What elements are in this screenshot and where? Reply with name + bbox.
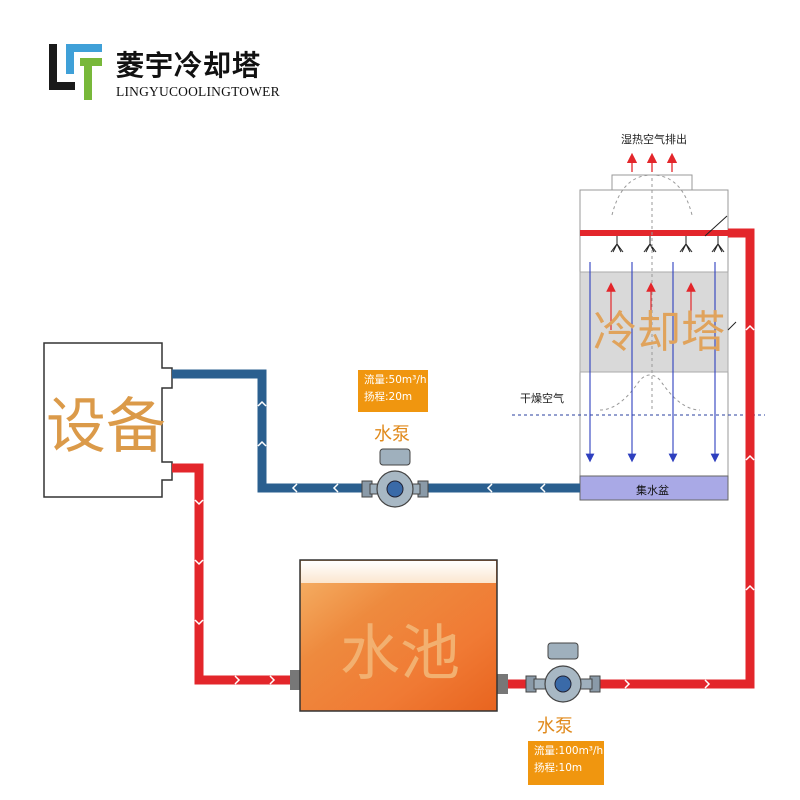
- pump-1-flow: 流量:50m³/h: [364, 374, 427, 386]
- cooling-tower: [512, 152, 765, 501]
- company-name-en: LINGYUCOOLINGTOWER: [116, 84, 280, 99]
- spray-nozzles: [610, 236, 725, 253]
- pump-2-label: 水泵: [537, 716, 573, 737]
- pump-1-spec-box: 流量:50m³/h 扬程:20m: [358, 370, 428, 412]
- collection-basin: [579, 475, 729, 501]
- cooling-tower-label: 冷却塔: [593, 307, 725, 358]
- equipment-label: 设备: [46, 392, 166, 462]
- exhaust-label: 湿热空气排出: [621, 133, 687, 146]
- pump-2-head: 扬程:10m: [534, 762, 583, 774]
- pump-1-label: 水泵: [374, 424, 410, 445]
- dry-air-label: 干燥空气: [520, 392, 564, 405]
- pump-2-flow: 流量:100m³/h: [534, 745, 604, 757]
- pump-1-icon: [361, 448, 429, 508]
- basin-label: 集水盆: [636, 484, 669, 497]
- water-pool-label: 水池: [340, 619, 460, 689]
- water-pool: [290, 559, 508, 712]
- pump-2-icon: [525, 642, 601, 703]
- company-name-cn: 菱宇冷却塔: [116, 49, 262, 82]
- pump-2-spec-box: 流量:100m³/h 扬程:10m: [528, 741, 604, 785]
- equipment-box: [43, 342, 173, 498]
- pump-1-head: 扬程:20m: [364, 391, 413, 403]
- hot-supply-pipe: [172, 228, 755, 689]
- company-logo-icon: [49, 44, 102, 100]
